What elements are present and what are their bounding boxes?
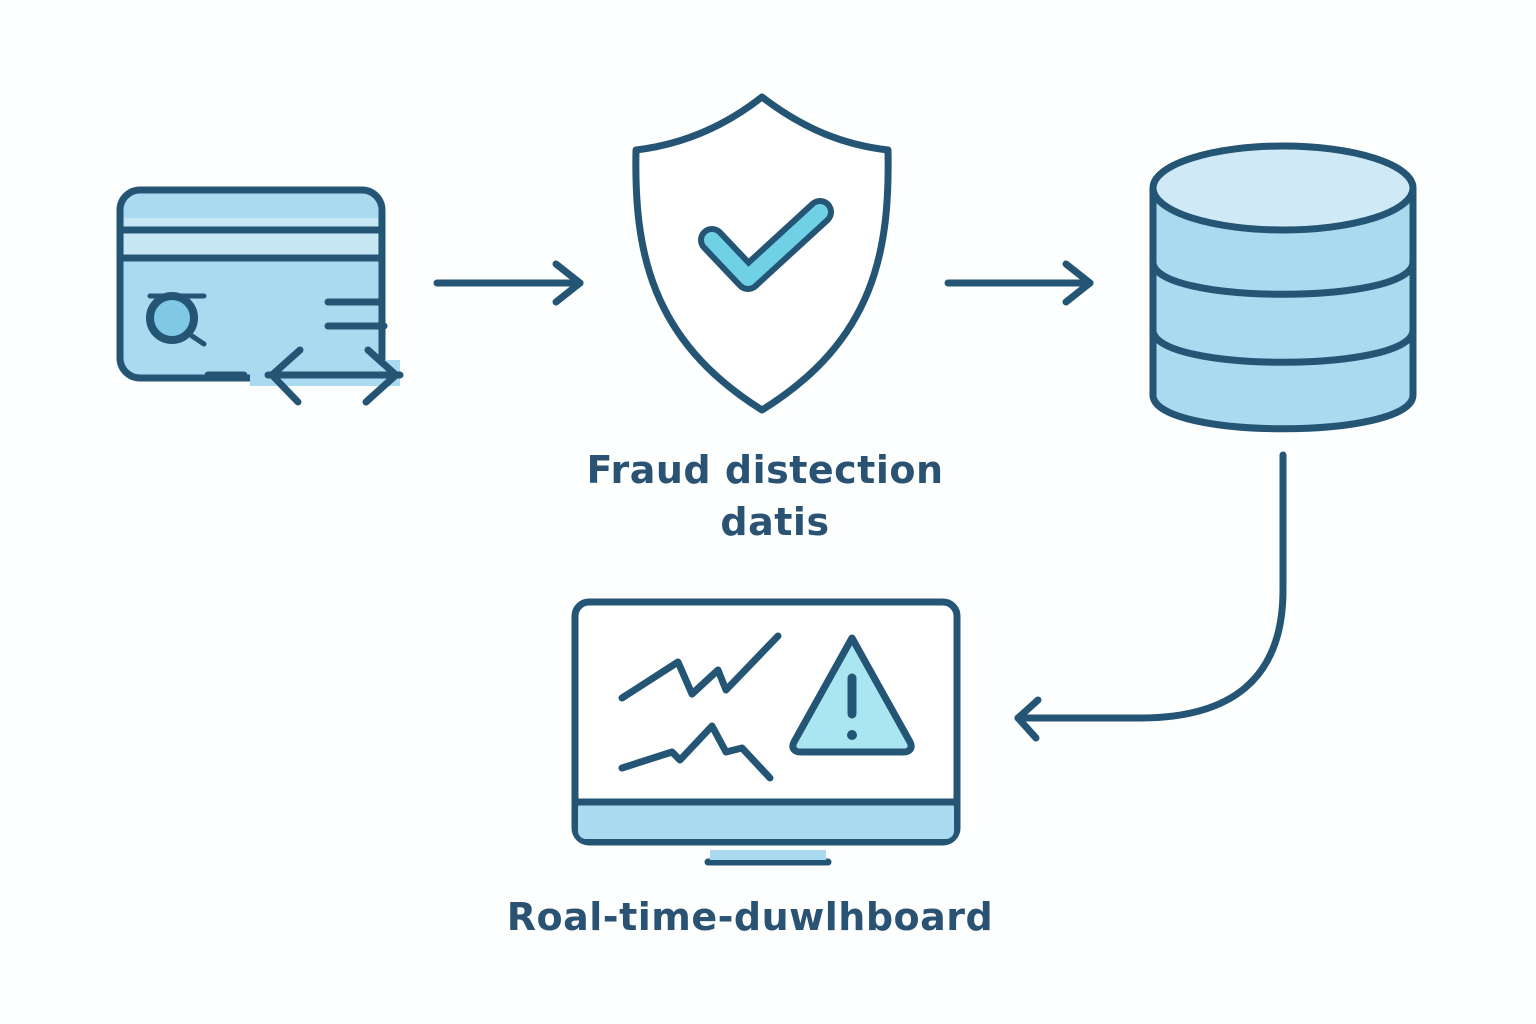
fraud-detection-label: Fraud distection: [586, 448, 944, 492]
arrow-right-icon: [433, 260, 584, 306]
curved-arrow-icon: [1014, 451, 1287, 742]
credit-card-icon: [116, 186, 404, 406]
arrow-right-icon: [944, 260, 1094, 306]
monitor-dashboard-icon: [571, 598, 961, 866]
dashboard-label: Roal-time-duwlhboard: [506, 895, 994, 939]
fraud-detection-sublabel: datis: [720, 500, 830, 544]
exchange-arrows-icon: [204, 346, 404, 406]
database-icon: [1149, 142, 1417, 433]
line-chart-icon: [618, 632, 782, 782]
warning-icon: [789, 634, 915, 756]
shield-check-icon: [632, 93, 892, 414]
